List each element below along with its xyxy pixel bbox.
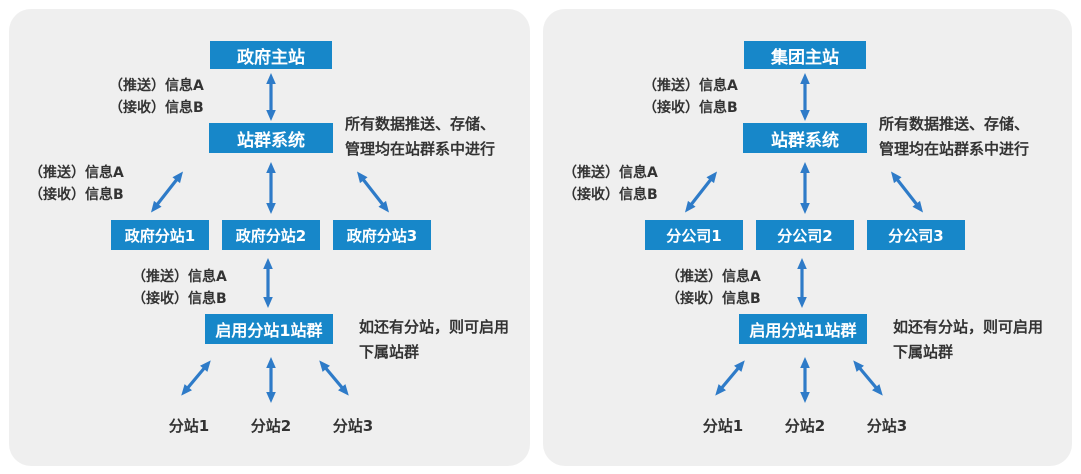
enable-subsite-cluster-box: 启用分站1站群	[205, 314, 333, 344]
leaf-site-label-1: 分站1	[168, 417, 210, 435]
double-arrow-diagonal-icon	[314, 356, 354, 400]
double-arrow-vertical-icon	[798, 162, 812, 214]
double-arrow-diagonal-icon	[176, 356, 216, 400]
double-arrow-vertical-icon	[798, 73, 812, 121]
push-info-line: （推送）信息A	[109, 78, 204, 94]
top-site-box: 集团主站	[744, 41, 866, 69]
receive-info-line: （接收）信息B	[563, 187, 658, 203]
double-arrow-diagonal-icon	[145, 167, 188, 217]
double-arrow-vertical-icon	[264, 357, 278, 403]
push-info-line: （推送）信息A	[666, 269, 761, 285]
hub-box: 站群系统	[209, 123, 333, 153]
receive-info-line: （接收）信息B	[109, 100, 204, 116]
hub-note-line: 所有数据推送、存储、	[345, 115, 496, 133]
enable-note: 如还有分站，则可启用 下属站群	[893, 315, 1043, 365]
push-receive-info-top: （推送）信息A （接收）信息B	[109, 75, 204, 119]
receive-info-line: （接收）信息B	[132, 291, 227, 307]
panel-government-diagram: 政府主站 （推送）信息A （接收）信息B 站群系统 所有数据推送、存储、 管理均…	[9, 9, 530, 466]
branch-box-2: 政府分站2	[222, 220, 320, 250]
push-info-line: （推送）信息A	[29, 165, 124, 181]
hub-note: 所有数据推送、存储、 管理均在站群系中进行	[879, 112, 1029, 162]
double-arrow-vertical-icon	[798, 357, 812, 403]
leaf-site-label-3: 分站3	[866, 417, 908, 435]
push-receive-info-mid: （推送）信息A （接收）信息B	[563, 162, 658, 206]
top-site-box: 政府主站	[210, 41, 332, 69]
push-receive-info-low: （推送）信息A （接收）信息B	[666, 266, 761, 310]
push-receive-info-low: （推送）信息A （接收）信息B	[132, 266, 227, 310]
double-arrow-vertical-icon	[261, 258, 275, 308]
leaf-site-label-2: 分站2	[250, 417, 292, 435]
branch-box-2: 分公司2	[756, 220, 854, 250]
branch-box-1: 分公司1	[645, 220, 743, 250]
push-receive-info-mid: （推送）信息A （接收）信息B	[29, 162, 124, 206]
receive-info-line: （接收）信息B	[643, 100, 738, 116]
double-arrow-diagonal-icon	[710, 356, 750, 400]
enable-note-line: 下属站群	[893, 343, 954, 361]
push-receive-info-top: （推送）信息A （接收）信息B	[643, 75, 738, 119]
push-info-line: （推送）信息A	[132, 269, 227, 285]
leaf-site-label-3: 分站3	[332, 417, 374, 435]
double-arrow-diagonal-icon	[885, 167, 928, 217]
push-info-line: （推送）信息A	[643, 78, 738, 94]
hub-note-line: 管理均在站群系中进行	[879, 140, 1030, 158]
double-arrow-diagonal-icon	[679, 167, 722, 217]
panel-group-diagram: 集团主站 （推送）信息A （接收）信息B 站群系统 所有数据推送、存储、 管理均…	[543, 9, 1072, 466]
enable-subsite-cluster-box: 启用分站1站群	[739, 314, 867, 344]
receive-info-line: （接收）信息B	[666, 291, 761, 307]
enable-note: 如还有分站，则可启用 下属站群	[359, 315, 509, 365]
double-arrow-diagonal-icon	[848, 356, 888, 400]
branch-box-1: 政府分站1	[111, 220, 209, 250]
leaf-site-label-2: 分站2	[784, 417, 826, 435]
double-arrow-diagonal-icon	[351, 167, 394, 217]
hub-note-line: 所有数据推送、存储、	[879, 115, 1030, 133]
leaf-site-label-1: 分站1	[702, 417, 744, 435]
branch-box-3: 政府分站3	[333, 220, 431, 250]
double-arrow-vertical-icon	[795, 258, 809, 308]
branch-box-3: 分公司3	[867, 220, 965, 250]
push-info-line: （推送）信息A	[563, 165, 658, 181]
hub-note: 所有数据推送、存储、 管理均在站群系中进行	[345, 112, 495, 162]
hub-box: 站群系统	[743, 123, 867, 153]
double-arrow-vertical-icon	[264, 162, 278, 214]
receive-info-line: （接收）信息B	[29, 187, 124, 203]
enable-note-line: 如还有分站，则可启用	[359, 318, 510, 336]
enable-note-line: 下属站群	[359, 343, 420, 361]
enable-note-line: 如还有分站，则可启用	[893, 318, 1044, 336]
double-arrow-vertical-icon	[264, 73, 278, 121]
hub-note-line: 管理均在站群系中进行	[345, 140, 496, 158]
